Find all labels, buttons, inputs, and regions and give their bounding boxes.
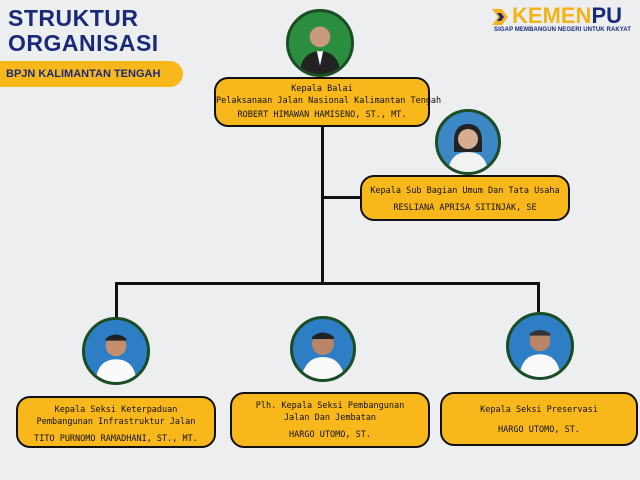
seksi-preservasi-name: HARGO UTOMO, ST.	[498, 425, 580, 435]
person-avatar-icon	[301, 332, 345, 379]
seksi-keterpaduan-photo	[82, 317, 150, 385]
seksi-pembangunan-box: Plh. Kepala Seksi Pembangunan Jalan Dan …	[230, 392, 430, 448]
person-avatar-icon	[95, 334, 137, 382]
person-avatar-icon	[299, 26, 341, 74]
page-title: STRUKTUR ORGANISASI	[8, 6, 159, 56]
logo-wordmark: KEMENPU	[512, 4, 622, 28]
title-line-1: STRUKTUR	[8, 5, 139, 31]
connector-left-drop	[115, 282, 118, 320]
seksi-keterpaduan-box: Kepala Seksi Keterpaduan Pembangunan Inf…	[16, 396, 216, 448]
seksi-keterpaduan-position-line-2: Pembangunan Infrastruktur Jalan	[36, 417, 196, 427]
seksi-pembangunan-position-line-1: Plh. Kepala Seksi Pembangunan	[255, 401, 405, 411]
connector-right-drop	[537, 282, 540, 316]
sub-bagian-box: Kepala Sub Bagian Umum Dan Tata Usaha RE…	[360, 175, 570, 221]
head-name: ROBERT HIMAWAN HAMISENO, ST., MT.	[237, 110, 407, 120]
connector-sub-bagian	[321, 196, 365, 199]
connector-head-down	[321, 125, 324, 285]
seksi-keterpaduan-name: TITO PURNOMO RAMADHANI, ST., MT.	[34, 434, 198, 444]
logo-word-kemen: KEMEN	[512, 3, 592, 28]
seksi-preservasi-box: Kepala Seksi Preservasi HARGO UTOMO, ST.	[440, 392, 638, 446]
unit-label: BPJN KALIMANTAN TENGAH	[0, 61, 183, 87]
seksi-pembangunan-name: HARGO UTOMO, ST.	[289, 430, 371, 440]
seksi-pembangunan-position-line-2: Jalan Dan Jembatan	[283, 413, 377, 423]
seksi-keterpaduan-position-line-1: Kepala Seksi Keterpaduan	[54, 405, 178, 415]
sub-bagian-name: RESLIANA APRISA SITINJAK, SE	[393, 203, 537, 213]
seksi-preservasi-position: Kepala Seksi Preservasi	[480, 405, 598, 415]
title-line-2: ORGANISASI	[8, 30, 159, 56]
head-box: Kepala Balai Pelaksanaan Jalan Nasional …	[214, 77, 442, 127]
logo-tagline: SIGAP MEMBANGUN NEGERI UNTUK RAKYAT	[494, 27, 632, 33]
sub-bagian-position: Kepala Sub Bagian Umum Dan Tata Usaha	[370, 186, 560, 196]
head-position-line-2: Pelaksanaan Jalan Nasional Kalimantan Te…	[216, 96, 442, 106]
logo-word-pu: PU	[591, 3, 623, 28]
connector-horizontal	[115, 282, 540, 285]
sub-bagian-photo	[435, 109, 501, 175]
head-position-line-1: Kepala Balai	[291, 84, 353, 94]
pu-logo-icon	[492, 9, 508, 25]
seksi-pembangunan-photo	[290, 316, 356, 382]
kemenpu-logo: KEMENPU SIGAP MEMBANGUN NEGERI UNTUK RAK…	[492, 4, 634, 36]
person-avatar-icon	[519, 329, 561, 377]
head-photo	[286, 9, 354, 77]
seksi-preservasi-photo	[506, 312, 574, 380]
person-avatar-icon	[448, 124, 488, 172]
